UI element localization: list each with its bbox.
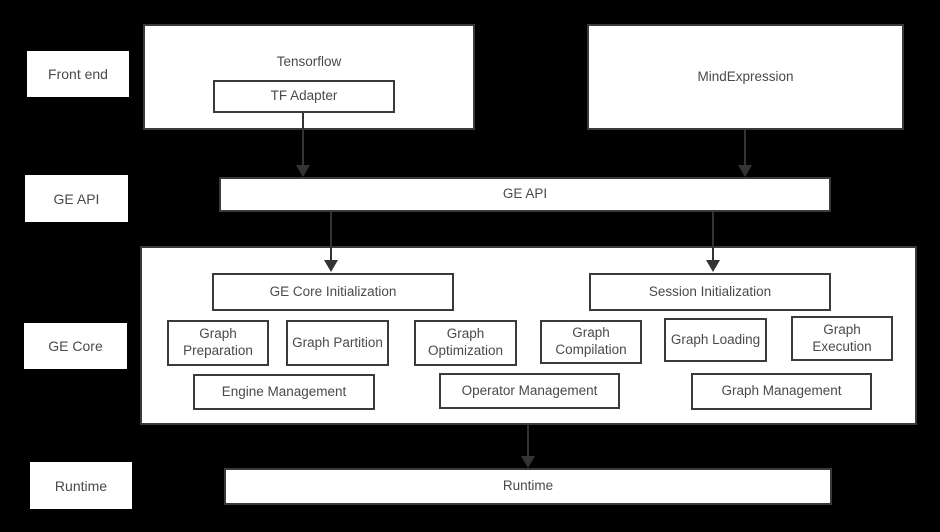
- arrow-ge-core-to-runtime: [521, 425, 535, 468]
- arrow-mindexpression-to-ge-api: [738, 130, 752, 177]
- ge-api-label: GE API: [502, 186, 548, 202]
- row-label-text: Front end: [48, 66, 108, 82]
- ge-core-initialization-box: GE Core Initialization: [212, 273, 454, 311]
- graph-partition-box: Graph Partition: [286, 320, 389, 366]
- graph-partition-label: Graph Partition: [292, 334, 383, 350]
- row-label-ge-core: GE Core: [24, 323, 127, 369]
- graph-management-label: Graph Management: [721, 383, 842, 399]
- tf-adapter-label: TF Adapter: [270, 88, 338, 104]
- runtime-label: Runtime: [502, 478, 554, 494]
- mindexpression-label: MindExpression: [697, 68, 794, 84]
- graph-loading-label: Graph Loading: [670, 331, 761, 347]
- row-label-text: GE API: [53, 190, 100, 207]
- session-initialization-box: Session Initialization: [589, 273, 831, 311]
- operator-management-label: Operator Management: [461, 382, 598, 398]
- graph-preparation-label: Graph Preparation: [183, 326, 253, 358]
- arrow-ge-api-to-ge-core-initialization: [324, 212, 338, 272]
- graph-compilation-box: Graph Compilation: [540, 320, 642, 364]
- operator-management-box: Operator Management: [439, 373, 620, 409]
- mindexpression-box: MindExpression: [587, 24, 904, 130]
- row-label-ge-api: GE API: [25, 175, 128, 222]
- engine-management-box: Engine Management: [193, 374, 375, 410]
- tf-adapter-box: TF Adapter: [213, 80, 395, 113]
- runtime-bar: Runtime: [224, 468, 832, 505]
- row-label-front-end: Front end: [27, 51, 129, 97]
- session-initialization-label: Session Initialization: [648, 283, 772, 299]
- graph-compilation-label: Graph Compilation: [555, 325, 627, 357]
- graph-execution-box: Graph Execution: [791, 316, 893, 361]
- row-label-text: GE Core: [48, 338, 103, 354]
- ge-api-bar: GE API: [219, 177, 831, 212]
- arrow-tf-adapter-to-ge-api: [296, 113, 310, 177]
- row-label-runtime: Runtime: [30, 462, 132, 509]
- graph-preparation-box: Graph Preparation: [167, 320, 269, 366]
- row-label-text: Runtime: [54, 477, 108, 494]
- tensorflow-label: Tensorflow: [276, 54, 342, 69]
- graph-loading-box: Graph Loading: [664, 318, 767, 362]
- graph-management-box: Graph Management: [691, 373, 872, 410]
- arrow-ge-api-to-session-initialization: [706, 212, 720, 272]
- graph-optimization-box: Graph Optimization: [414, 320, 517, 366]
- ge-core-initialization-label: GE Core Initialization: [269, 283, 397, 299]
- engine-management-label: Engine Management: [221, 383, 347, 399]
- graph-execution-label: Graph Execution: [812, 321, 872, 354]
- graph-optimization-label: Graph Optimization: [427, 326, 504, 358]
